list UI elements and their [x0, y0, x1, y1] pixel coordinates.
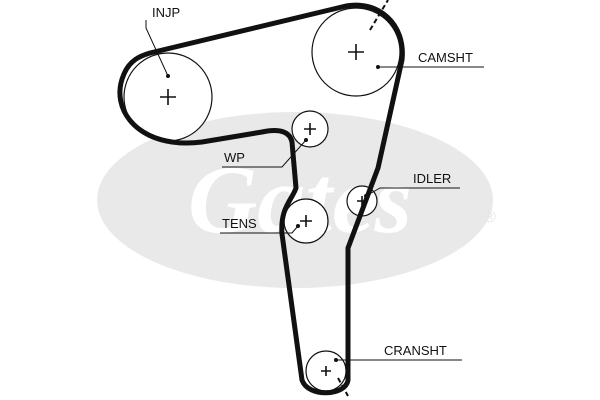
tens-label: TENS — [222, 216, 257, 231]
cranksht-timing-mark — [337, 377, 349, 397]
pulley-centers — [160, 44, 367, 376]
cranksht-leader-dot — [334, 358, 338, 362]
injp-label: INJP — [152, 5, 180, 20]
component-labels: INJP CAMSHT WP IDLER TENS CRANSHT — [152, 5, 473, 358]
camsht-timing-mark — [369, 0, 389, 31]
tens-leader — [220, 225, 299, 234]
injp-leader-dot — [166, 74, 170, 78]
registered-mark: ® — [484, 209, 496, 226]
wp-leader — [222, 139, 307, 168]
tens-leader-dot — [296, 224, 300, 228]
leader-lines — [145, 20, 484, 361]
wp-center-mark — [304, 123, 316, 135]
idler-leader-dot — [364, 194, 368, 198]
camsht-center-mark — [348, 44, 364, 60]
wp-label: WP — [224, 150, 245, 165]
tens-center-mark — [300, 215, 312, 227]
injp-center-mark — [160, 89, 176, 105]
wp-leader-dot — [304, 138, 308, 142]
cranksht-label: CRANSHT — [384, 343, 447, 358]
camsht-leader-dot — [376, 65, 380, 69]
timing-marks — [337, 0, 389, 397]
cranksht-center-mark — [321, 366, 331, 376]
injp-leader — [145, 20, 169, 77]
leader-dots — [166, 65, 380, 362]
watermark-ellipse — [97, 112, 493, 288]
idler-label: IDLER — [413, 171, 451, 186]
idler-leader — [365, 187, 460, 197]
camsht-label: CAMSHT — [418, 50, 473, 65]
timing-belt — [117, 2, 405, 396]
